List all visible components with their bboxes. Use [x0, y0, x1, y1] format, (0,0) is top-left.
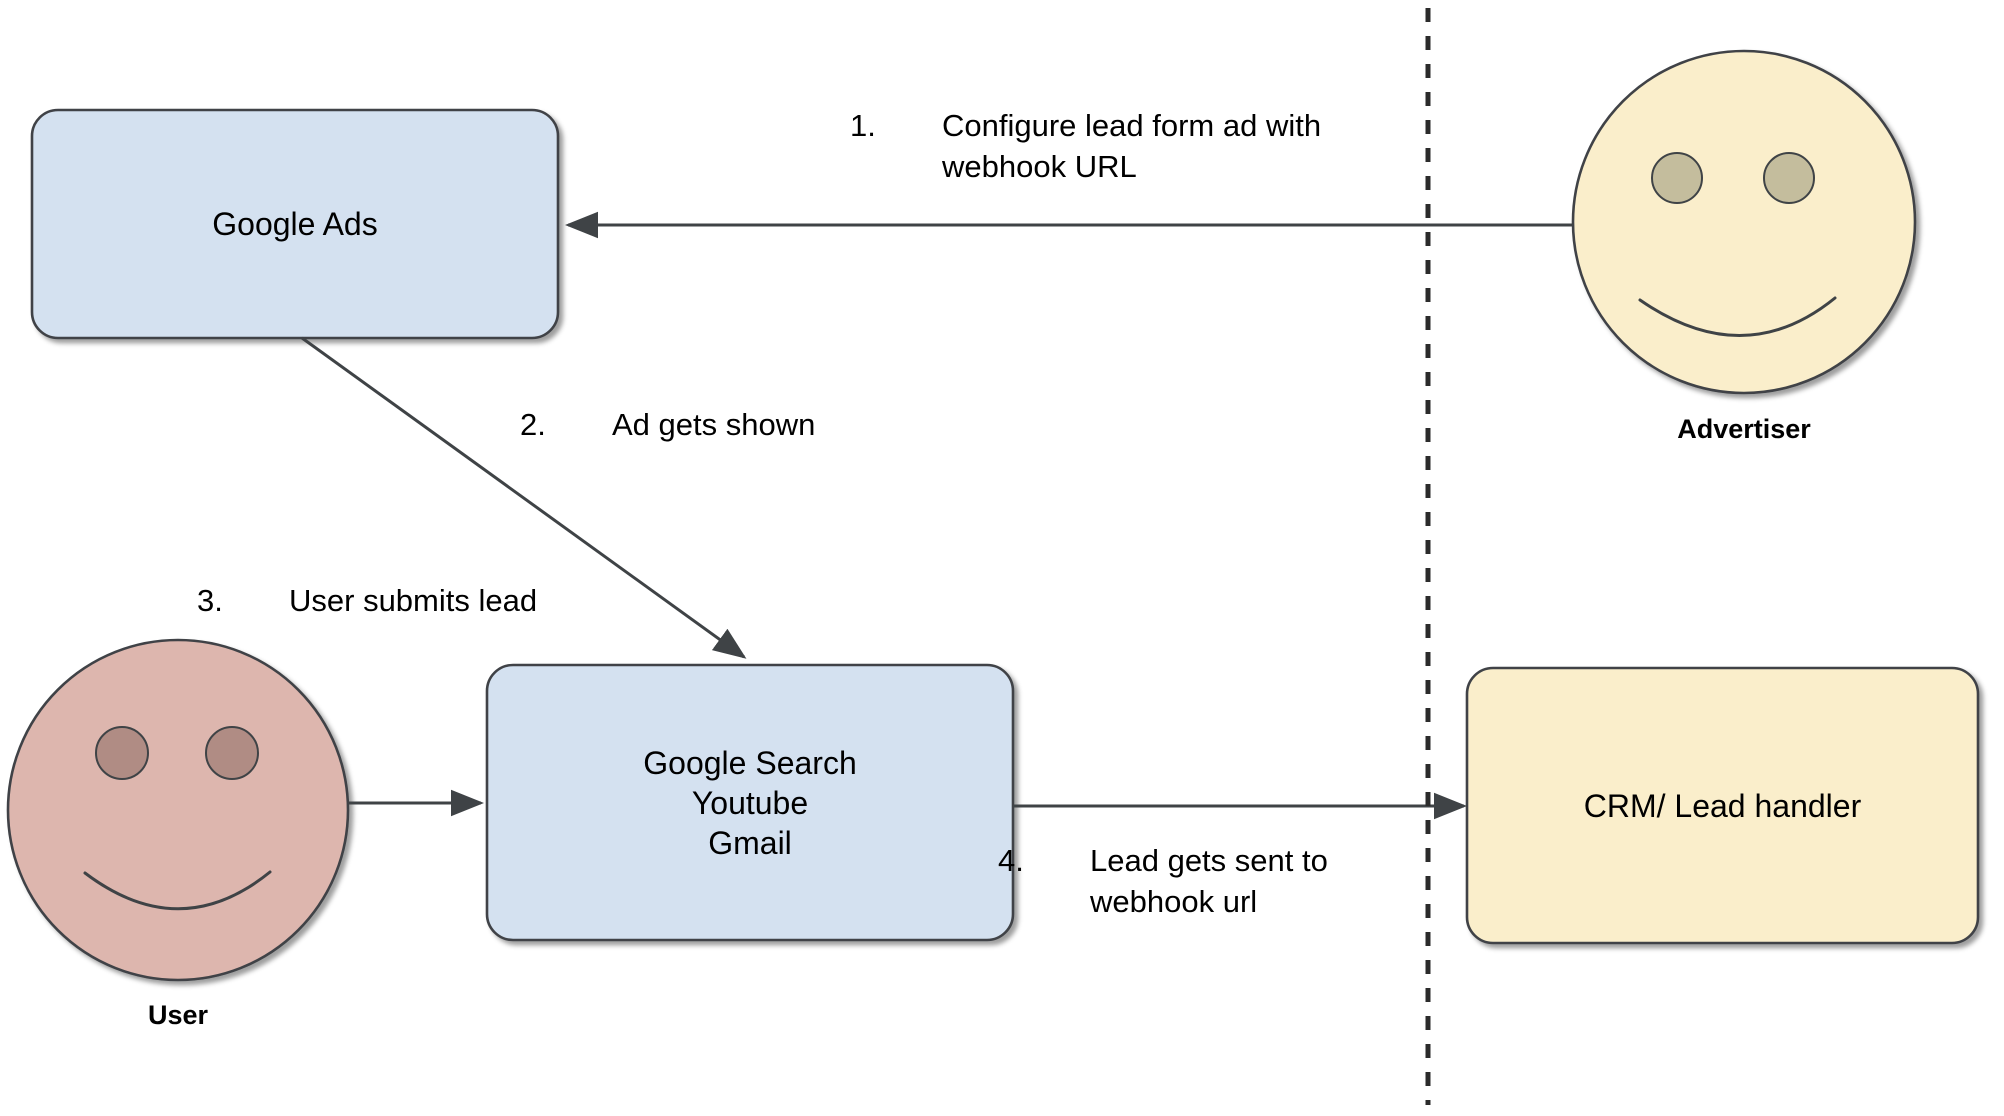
advertiser-left-eye: [1651, 152, 1703, 204]
edge-4-text: Lead gets sent to webhook url: [1090, 843, 1328, 919]
user-smile: [83, 870, 272, 911]
advertiser-smile: [1638, 296, 1837, 337]
user-left-eye: [95, 726, 149, 780]
edge-3-label: 3. User submits lead: [197, 580, 749, 621]
advertiser-right-eye: [1763, 152, 1815, 204]
edge-2-label: 2. Ad gets shown: [520, 404, 1072, 445]
advertiser-name-label: Advertiser: [1677, 414, 1811, 444]
user-name-label: User: [147, 1000, 209, 1030]
edge-1-label: 1. Configure lead form ad with webhook UR…: [850, 105, 1462, 187]
edge-1-number: 1.: [850, 108, 876, 143]
edge-2-text: Ad gets shown: [612, 407, 816, 442]
crm-lead-handler-box-shape[interactable]: [1465, 666, 1980, 945]
google-ads-box-shape[interactable]: [30, 108, 560, 340]
user-right-eye: [205, 726, 259, 780]
edge-3-number: 3.: [197, 583, 223, 618]
edge-4-number: 4.: [998, 843, 1024, 878]
edge-1-text: Configure lead form ad with webhook URL: [942, 108, 1322, 184]
edge-3-text: User submits lead: [289, 583, 538, 618]
advertiser-actor-shape[interactable]: [1571, 49, 1917, 395]
edge-4-label: 4. Lead gets sent to webhook url: [998, 840, 1490, 922]
edge-2-number: 2.: [520, 407, 546, 442]
google-surfaces-box-shape[interactable]: [485, 663, 1015, 942]
user-actor-shape[interactable]: [6, 638, 350, 982]
google-ads-to-surfaces-arrow: [301, 336, 747, 659]
